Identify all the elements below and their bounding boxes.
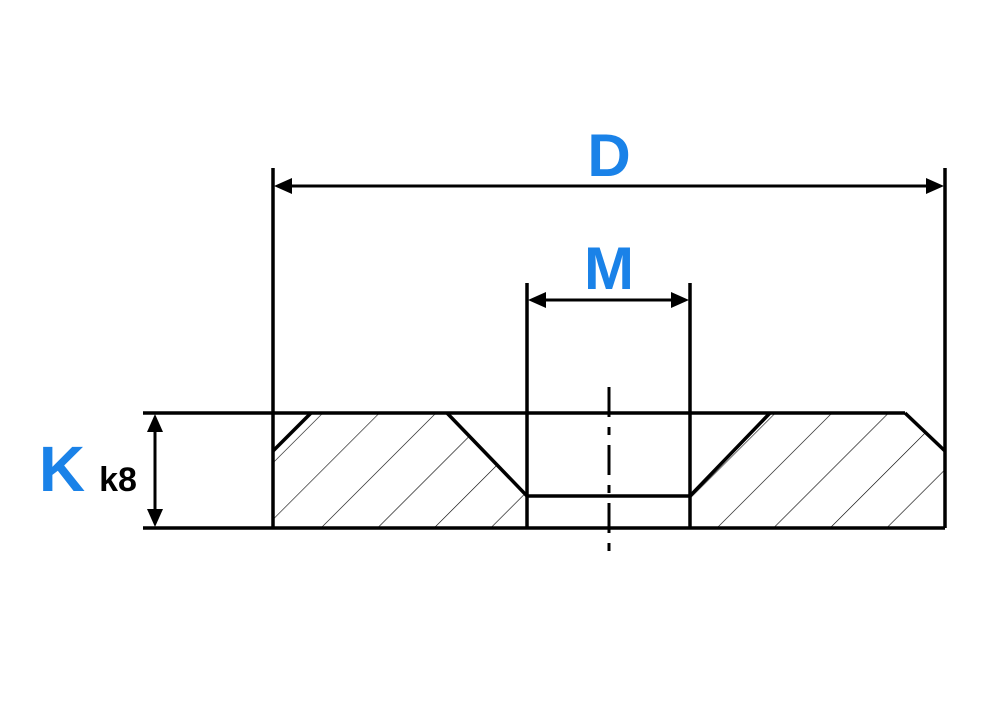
thickness-dimension: K k8 (39, 414, 163, 527)
thread-dimension: M (528, 235, 689, 308)
left-hatched-section (273, 413, 527, 528)
diameter-label: D (587, 122, 630, 189)
diameter-dimension: D (274, 122, 944, 194)
thickness-label: K (39, 433, 85, 505)
thread-label: M (584, 235, 634, 302)
tolerance-label: k8 (99, 461, 137, 499)
right-hatched-section (690, 413, 945, 528)
body-outline (143, 168, 947, 530)
